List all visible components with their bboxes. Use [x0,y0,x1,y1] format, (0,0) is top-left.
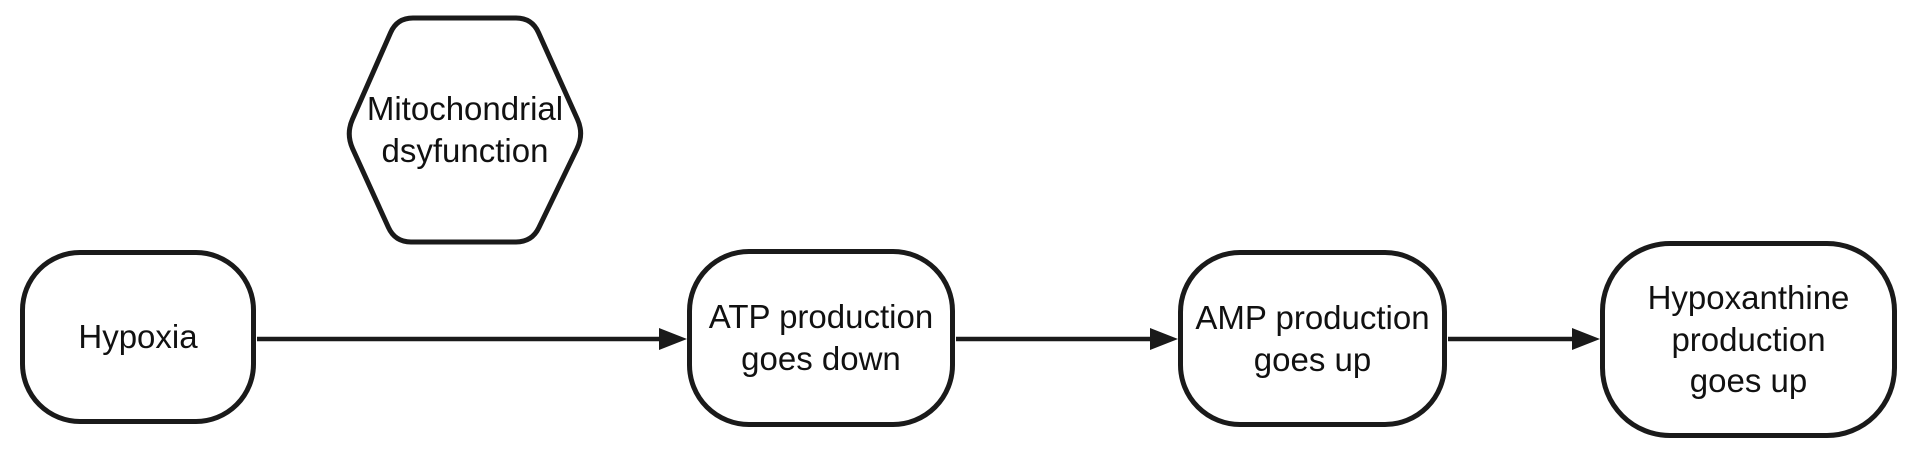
arrow-atp-to-amp [956,328,1178,350]
arrowhead-icon [1572,328,1600,350]
node-hypoxia: Hypoxia [20,250,256,424]
node-hypoxanthine-production-up: Hypoxanthine production goes up [1600,241,1897,438]
node-amp-production-up: AMP production goes up [1178,250,1447,427]
hexagon-node-shape [346,15,584,245]
arrowhead-icon [1150,328,1178,350]
arrow-hypoxia-to-atp [257,328,687,350]
arrowhead-icon [659,328,687,350]
node-mitochondrial-dysfunction: Mitochondrial dsyfunction [366,90,564,169]
node-atp-production-down: ATP production goes down [687,249,955,427]
arrow-amp-to-hypoxanthine [1448,328,1600,350]
